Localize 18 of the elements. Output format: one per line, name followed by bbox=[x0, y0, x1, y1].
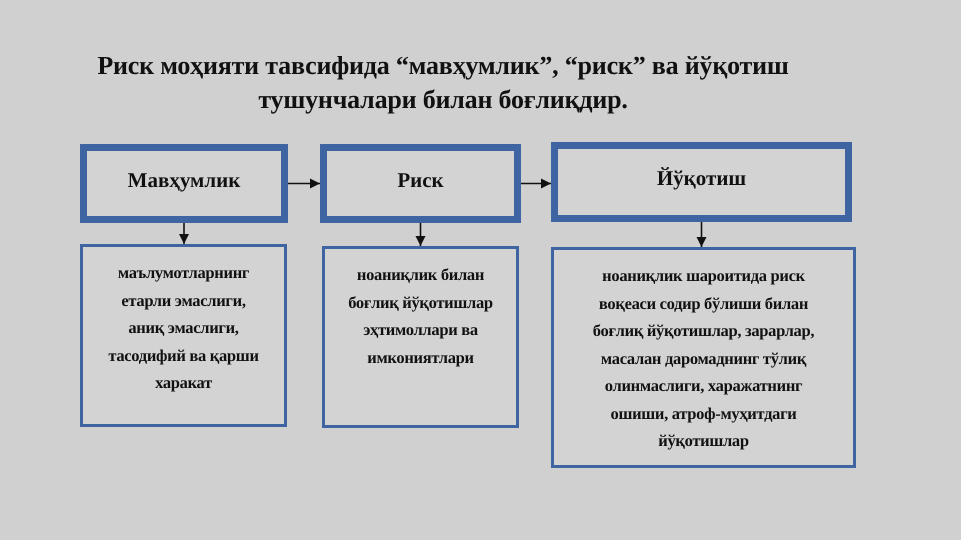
description-box bbox=[322, 246, 519, 428]
arrow bbox=[288, 178, 320, 188]
box-heading: Йўқотиш bbox=[656, 165, 746, 191]
concept-box bbox=[551, 142, 852, 222]
box-text: ноаниқлик шароитида риск воқеаси содир бўлиши билан боғлиқ йўқотишлар, зарарлар, масалан даромаднинг тўлиқ олинмаслиги, харажатнинг ошиши, атроф-муҳитдаги йўқотишлар bbox=[592, 265, 816, 452]
box-text: маълумотларнинг етарли эмаслиги, аниқ эмаслиги, тасодифий ва қарши харакат bbox=[107, 262, 260, 394]
arrow bbox=[416, 223, 426, 246]
arrow bbox=[696, 222, 706, 247]
concept-box bbox=[80, 144, 288, 223]
box-heading: Риск bbox=[397, 166, 444, 192]
concept-box bbox=[320, 144, 521, 223]
arrow bbox=[521, 178, 551, 188]
description-box bbox=[80, 244, 287, 427]
box-heading: Мавҳумлик bbox=[128, 166, 240, 192]
slide-title: Риск моҳияти тавсифида “мавҳумлик”, “риск” ва йўқотиш тушунчалари билан боғлиқдир. bbox=[96, 50, 790, 116]
box-text: ноаниқлик билан боғлиқ йўқотишлар эҳтимоллари ва имкониятлари bbox=[347, 264, 494, 368]
description-box bbox=[551, 247, 856, 468]
arrow bbox=[179, 223, 189, 244]
